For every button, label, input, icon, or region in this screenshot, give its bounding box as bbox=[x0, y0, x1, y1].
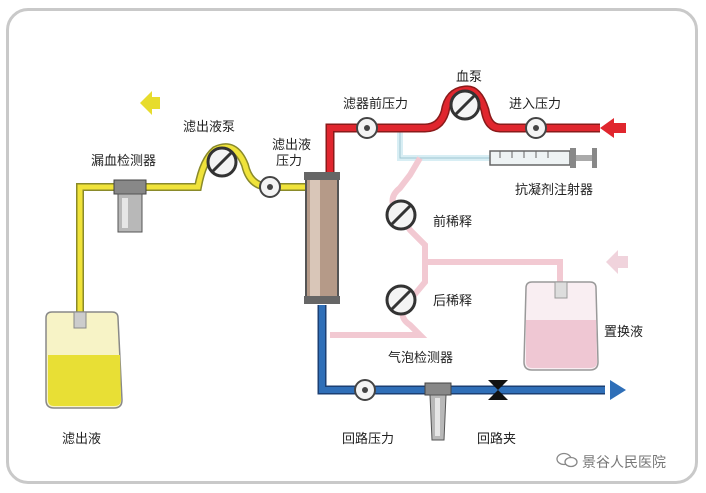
replacement-in-arrow-icon bbox=[606, 250, 628, 274]
blood-pump-icon bbox=[449, 89, 481, 121]
filtrate-bag-icon bbox=[45, 311, 123, 409]
filtrate-line bbox=[76, 143, 308, 320]
filtrate-pressure-label-line1: 滤出液 bbox=[272, 138, 312, 153]
inlet-pressure-label: 进入压力 bbox=[509, 97, 562, 112]
wechat-icon bbox=[556, 452, 578, 468]
blood-inlet-arrow-icon bbox=[600, 118, 626, 138]
filtrate-pump-icon bbox=[206, 146, 238, 178]
inlet-pressure-gauge bbox=[525, 117, 547, 139]
air-detector-label: 气泡检测器 bbox=[388, 351, 454, 366]
return-arrow-icon bbox=[610, 380, 626, 400]
anticoagulant-syringe-icon bbox=[489, 148, 597, 168]
postdilution-label: 后稀释 bbox=[433, 294, 473, 309]
anticoagulant-syringe-label: 抗凝剂注射器 bbox=[515, 183, 594, 198]
watermark: 景谷人民医院 bbox=[582, 455, 666, 471]
blood-pump-label: 血泵 bbox=[456, 70, 483, 85]
postdilution-pump-icon bbox=[385, 284, 417, 316]
filtrate-label: 滤出液 bbox=[62, 432, 102, 447]
return-pressure-label: 回路压力 bbox=[342, 432, 395, 447]
replacement-fluid-label: 置换液 bbox=[604, 325, 644, 340]
blood-leak-detector-label: 漏血检测器 bbox=[91, 154, 157, 169]
predilution-label: 前稀释 bbox=[433, 215, 473, 230]
filtrate-pressure-label-line2: 压力 bbox=[276, 154, 303, 169]
blood-leak-detector-icon bbox=[113, 179, 147, 233]
return-pressure-gauge bbox=[354, 379, 376, 401]
filtrate-pressure-gauge bbox=[259, 176, 281, 198]
air-detector-icon bbox=[424, 382, 452, 441]
return-clamp-icon bbox=[488, 380, 508, 400]
prefilter-pressure-label: 滤器前压力 bbox=[343, 97, 409, 112]
replacement-bag-icon bbox=[523, 281, 599, 371]
prefilter-pressure-gauge bbox=[356, 117, 378, 139]
filtrate-pump-label: 滤出液泵 bbox=[183, 120, 236, 135]
predilution-pump-icon bbox=[385, 199, 417, 231]
return-clamp-label: 回路夹 bbox=[477, 432, 517, 447]
filtrate-out-arrow-icon bbox=[140, 91, 160, 115]
